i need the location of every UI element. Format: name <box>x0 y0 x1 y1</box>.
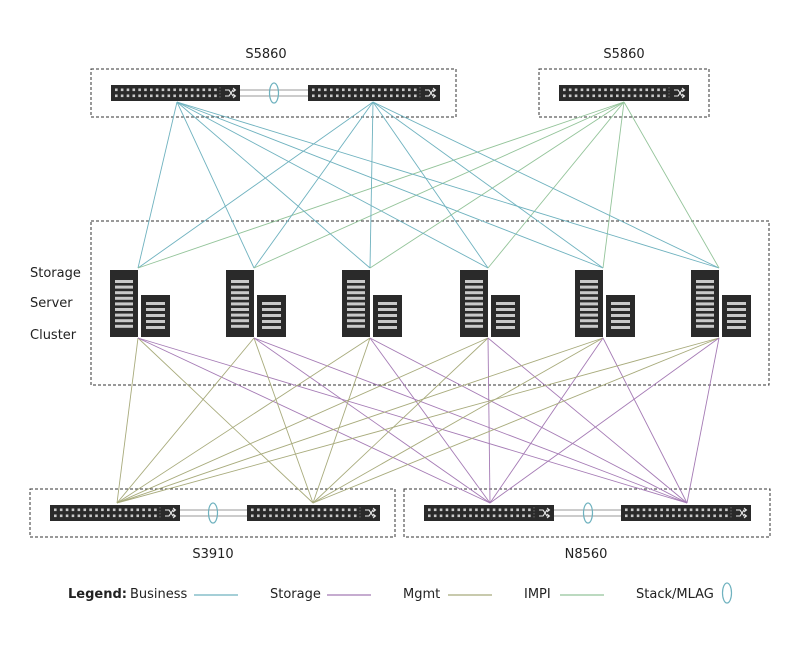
impi-link <box>602 101 625 269</box>
impi-link <box>137 101 625 269</box>
business-link <box>137 101 178 269</box>
impi-link <box>487 101 625 269</box>
network-switch-icon <box>308 85 440 101</box>
business-link <box>369 101 374 269</box>
mgmt-link <box>253 337 314 504</box>
stack-mlag-ellipse-icon <box>268 82 280 104</box>
server-tower-icon <box>575 270 635 337</box>
mgmt-link <box>137 337 314 504</box>
storage-link <box>137 337 688 504</box>
storage-link <box>253 337 688 504</box>
top-left-switch-group <box>90 68 457 118</box>
bottom-left-group-label: S3910 <box>192 547 233 562</box>
storage-link <box>137 337 491 504</box>
server-tower-icon <box>110 270 170 337</box>
storage-link <box>369 337 688 504</box>
business-link <box>372 101 489 269</box>
network-switch-icon <box>621 505 751 521</box>
mgmt-link <box>116 337 489 504</box>
business-link <box>176 101 371 269</box>
server-tower-icon <box>460 270 520 337</box>
stack-mlag-ellipse-icon <box>582 502 594 524</box>
bottom-left-switch-group <box>29 488 396 538</box>
network-switch-icon <box>424 505 554 521</box>
server-tower-icon <box>226 270 286 337</box>
mgmt-link <box>116 337 720 504</box>
network-switch-icon <box>559 85 689 101</box>
business-link <box>372 101 720 269</box>
storage-link <box>489 337 720 504</box>
cluster-label-line-2: Server <box>30 296 73 311</box>
legend-business-label: Business <box>130 587 188 602</box>
storage-link <box>369 337 491 504</box>
storage-link <box>487 337 491 504</box>
legend-storage-label: Storage <box>270 587 321 602</box>
network-switch-icon <box>50 505 180 521</box>
business-link <box>176 101 720 269</box>
server-tower-icon <box>691 270 751 337</box>
mgmt-link <box>116 337 371 504</box>
mgmt-link <box>312 337 604 504</box>
mgmt-link <box>116 337 255 504</box>
mgmt-link <box>116 337 139 504</box>
top-left-group-label: S5860 <box>245 47 286 62</box>
storage-server-cluster-group <box>90 220 770 386</box>
storage-link <box>489 337 604 504</box>
legend-stack-label: Stack/MLAG <box>636 587 714 602</box>
stack-mlag-ellipse-icon <box>207 502 219 524</box>
network-switch-icon <box>111 85 240 101</box>
legend-mgmt-label: Mgmt <box>403 587 440 602</box>
legend-stack-swatch <box>721 582 733 604</box>
connection-lines <box>116 101 720 504</box>
bottom-right-switch-group <box>403 488 771 538</box>
storage-link <box>602 337 688 504</box>
mgmt-link <box>312 337 489 504</box>
legend: Legend: Business Storage Mgmt IMPI Stack… <box>68 582 733 604</box>
mgmt-link <box>312 337 371 504</box>
mgmt-link <box>116 337 604 504</box>
business-link <box>372 101 604 269</box>
mgmt-link <box>312 337 720 504</box>
business-link <box>137 101 374 269</box>
network-switch-icon <box>247 505 380 521</box>
storage-link <box>253 337 491 504</box>
cluster-label-line-1: Storage <box>30 266 81 281</box>
storage-link <box>686 337 720 504</box>
impi-link <box>253 101 625 269</box>
legend-title: Legend: <box>68 587 127 602</box>
top-right-switch-group <box>538 68 710 118</box>
cluster-label-line-3: Cluster <box>30 328 77 343</box>
business-link <box>176 101 604 269</box>
stack-link-bottom-left <box>180 502 247 524</box>
impi-link <box>369 101 625 269</box>
server-tower-icon <box>342 270 402 337</box>
legend-impi-label: IMPI <box>524 587 551 602</box>
impi-link <box>623 101 720 269</box>
bottom-right-group-label: N8560 <box>565 547 608 562</box>
top-right-group-label: S5860 <box>603 47 644 62</box>
stack-link-top <box>240 82 308 104</box>
business-link <box>176 101 489 269</box>
business-link <box>253 101 374 269</box>
business-link <box>176 101 255 269</box>
stack-link-bottom-right <box>554 502 621 524</box>
